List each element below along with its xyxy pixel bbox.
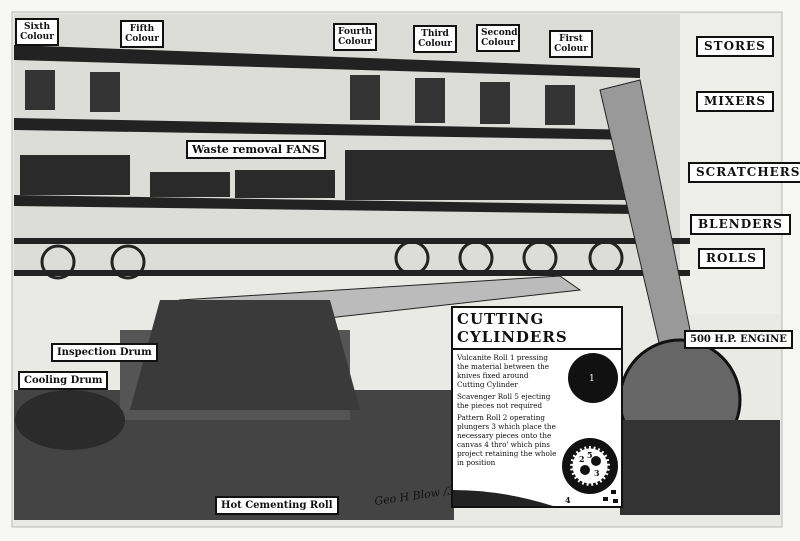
panel-text: Vulcanite Roll 1 pressing the material b… [453, 350, 561, 473]
stores-floor [14, 45, 640, 78]
label-mixers: MIXERS [696, 91, 774, 112]
label-cooling-drum: Cooling Drum [18, 371, 109, 390]
scavenger-roll [591, 456, 601, 466]
cutting-cylinder-diagram: 1 2 3 4 5 [453, 353, 618, 506]
label-waste-fans: Waste removal FANS [186, 140, 326, 159]
num-2: 2 [579, 454, 585, 464]
vulcanite-roll [568, 353, 618, 403]
mixers-floor [14, 118, 640, 140]
panel-para-pattern: Pattern Roll 2 operating plungers 3 whic… [457, 413, 557, 467]
pattern-roll [580, 465, 590, 475]
num-5: 5 [587, 450, 593, 460]
label-first-colour: First Colour [549, 30, 593, 58]
engine-body [620, 420, 780, 515]
cooling-drum-shape [15, 390, 125, 450]
label-scratchers: SCRATCHERS [688, 162, 800, 183]
canvas-roll [453, 490, 553, 506]
num-3: 3 [594, 468, 600, 478]
label-blenders: BLENDERS [690, 214, 791, 235]
blenders-floor [14, 238, 690, 244]
roll-wheels [40, 240, 624, 280]
cutting-cylinders-panel: 1 2 3 4 5 CUTTING CYLINDERS Vulcanite Ro… [451, 306, 623, 508]
inspection-structure [130, 300, 360, 410]
label-rolls: ROLLS [698, 248, 765, 269]
num-4: 4 [565, 495, 571, 505]
scratchers-floor [14, 195, 640, 214]
label-sixth-colour: Sixth Colour [15, 18, 59, 46]
scratcher-machines [20, 150, 625, 200]
cut-pieces [603, 490, 618, 503]
label-fifth-colour: Fifth Colour [120, 20, 164, 48]
label-third-colour: Third Colour [413, 25, 457, 53]
label-stores: STORES [696, 36, 774, 57]
panel-para-vulcanite: Vulcanite Roll 1 pressing the material b… [457, 353, 549, 389]
rolls-floor [14, 270, 690, 276]
label-inspection-drum: Inspection Drum [51, 343, 158, 362]
label-fourth-colour: Fourth Colour [333, 23, 377, 51]
panel-para-scavenger: Scavenger Roll 5 ejecting the pieces not… [457, 392, 551, 410]
panel-title: CUTTING CYLINDERS [453, 308, 621, 350]
label-engine: 500 H.P. ENGINE [684, 330, 793, 349]
mixer-machines [25, 70, 575, 125]
label-second-colour: Second Colour [476, 24, 520, 52]
label-hot-cementing-roll: Hot Cementing Roll [215, 496, 339, 515]
num-1: 1 [589, 374, 595, 384]
